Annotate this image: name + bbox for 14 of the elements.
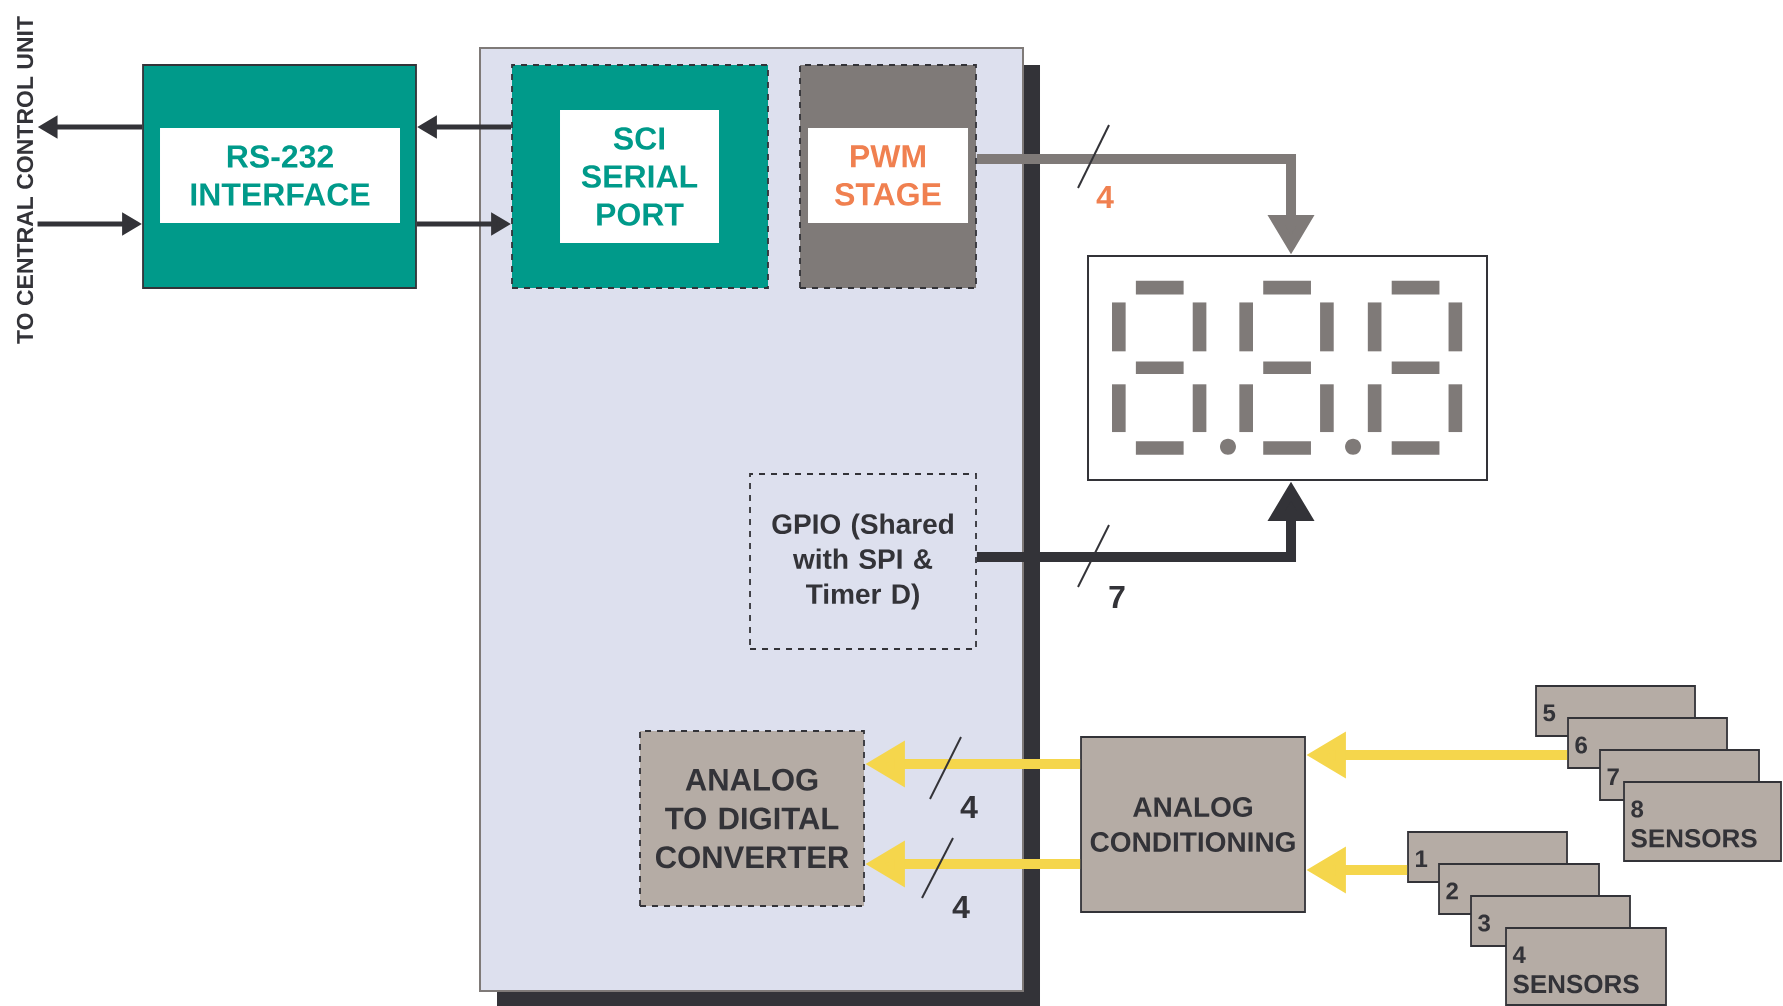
pwm-stage-box: PWM STAGE [799, 64, 977, 289]
conditioning-box: ANALOG CONDITIONING [1080, 736, 1306, 913]
display-drawing [1087, 255, 1488, 481]
sensor-card: 4 SENSORS [1505, 927, 1667, 1006]
converter-box: ANALOG TO DIGITAL CONVERTER [639, 730, 865, 907]
edge-label: 4 [1096, 186, 1114, 208]
edge-label: 4 [960, 796, 978, 818]
sensor-card: 8 SENSORS [1623, 781, 1782, 862]
interface-box: RS-232 INTERFACE [142, 64, 417, 289]
gpio-box: GPIO (Shared with SPI & Timer D) [749, 473, 977, 650]
side-label: TO CENTRAL CONTROL UNIT [16, 16, 34, 344]
edge-label: 7 [1109, 586, 1125, 608]
serial-port-box: SCI SERIAL PORT [511, 64, 769, 289]
edge-label: 4 [952, 896, 970, 918]
